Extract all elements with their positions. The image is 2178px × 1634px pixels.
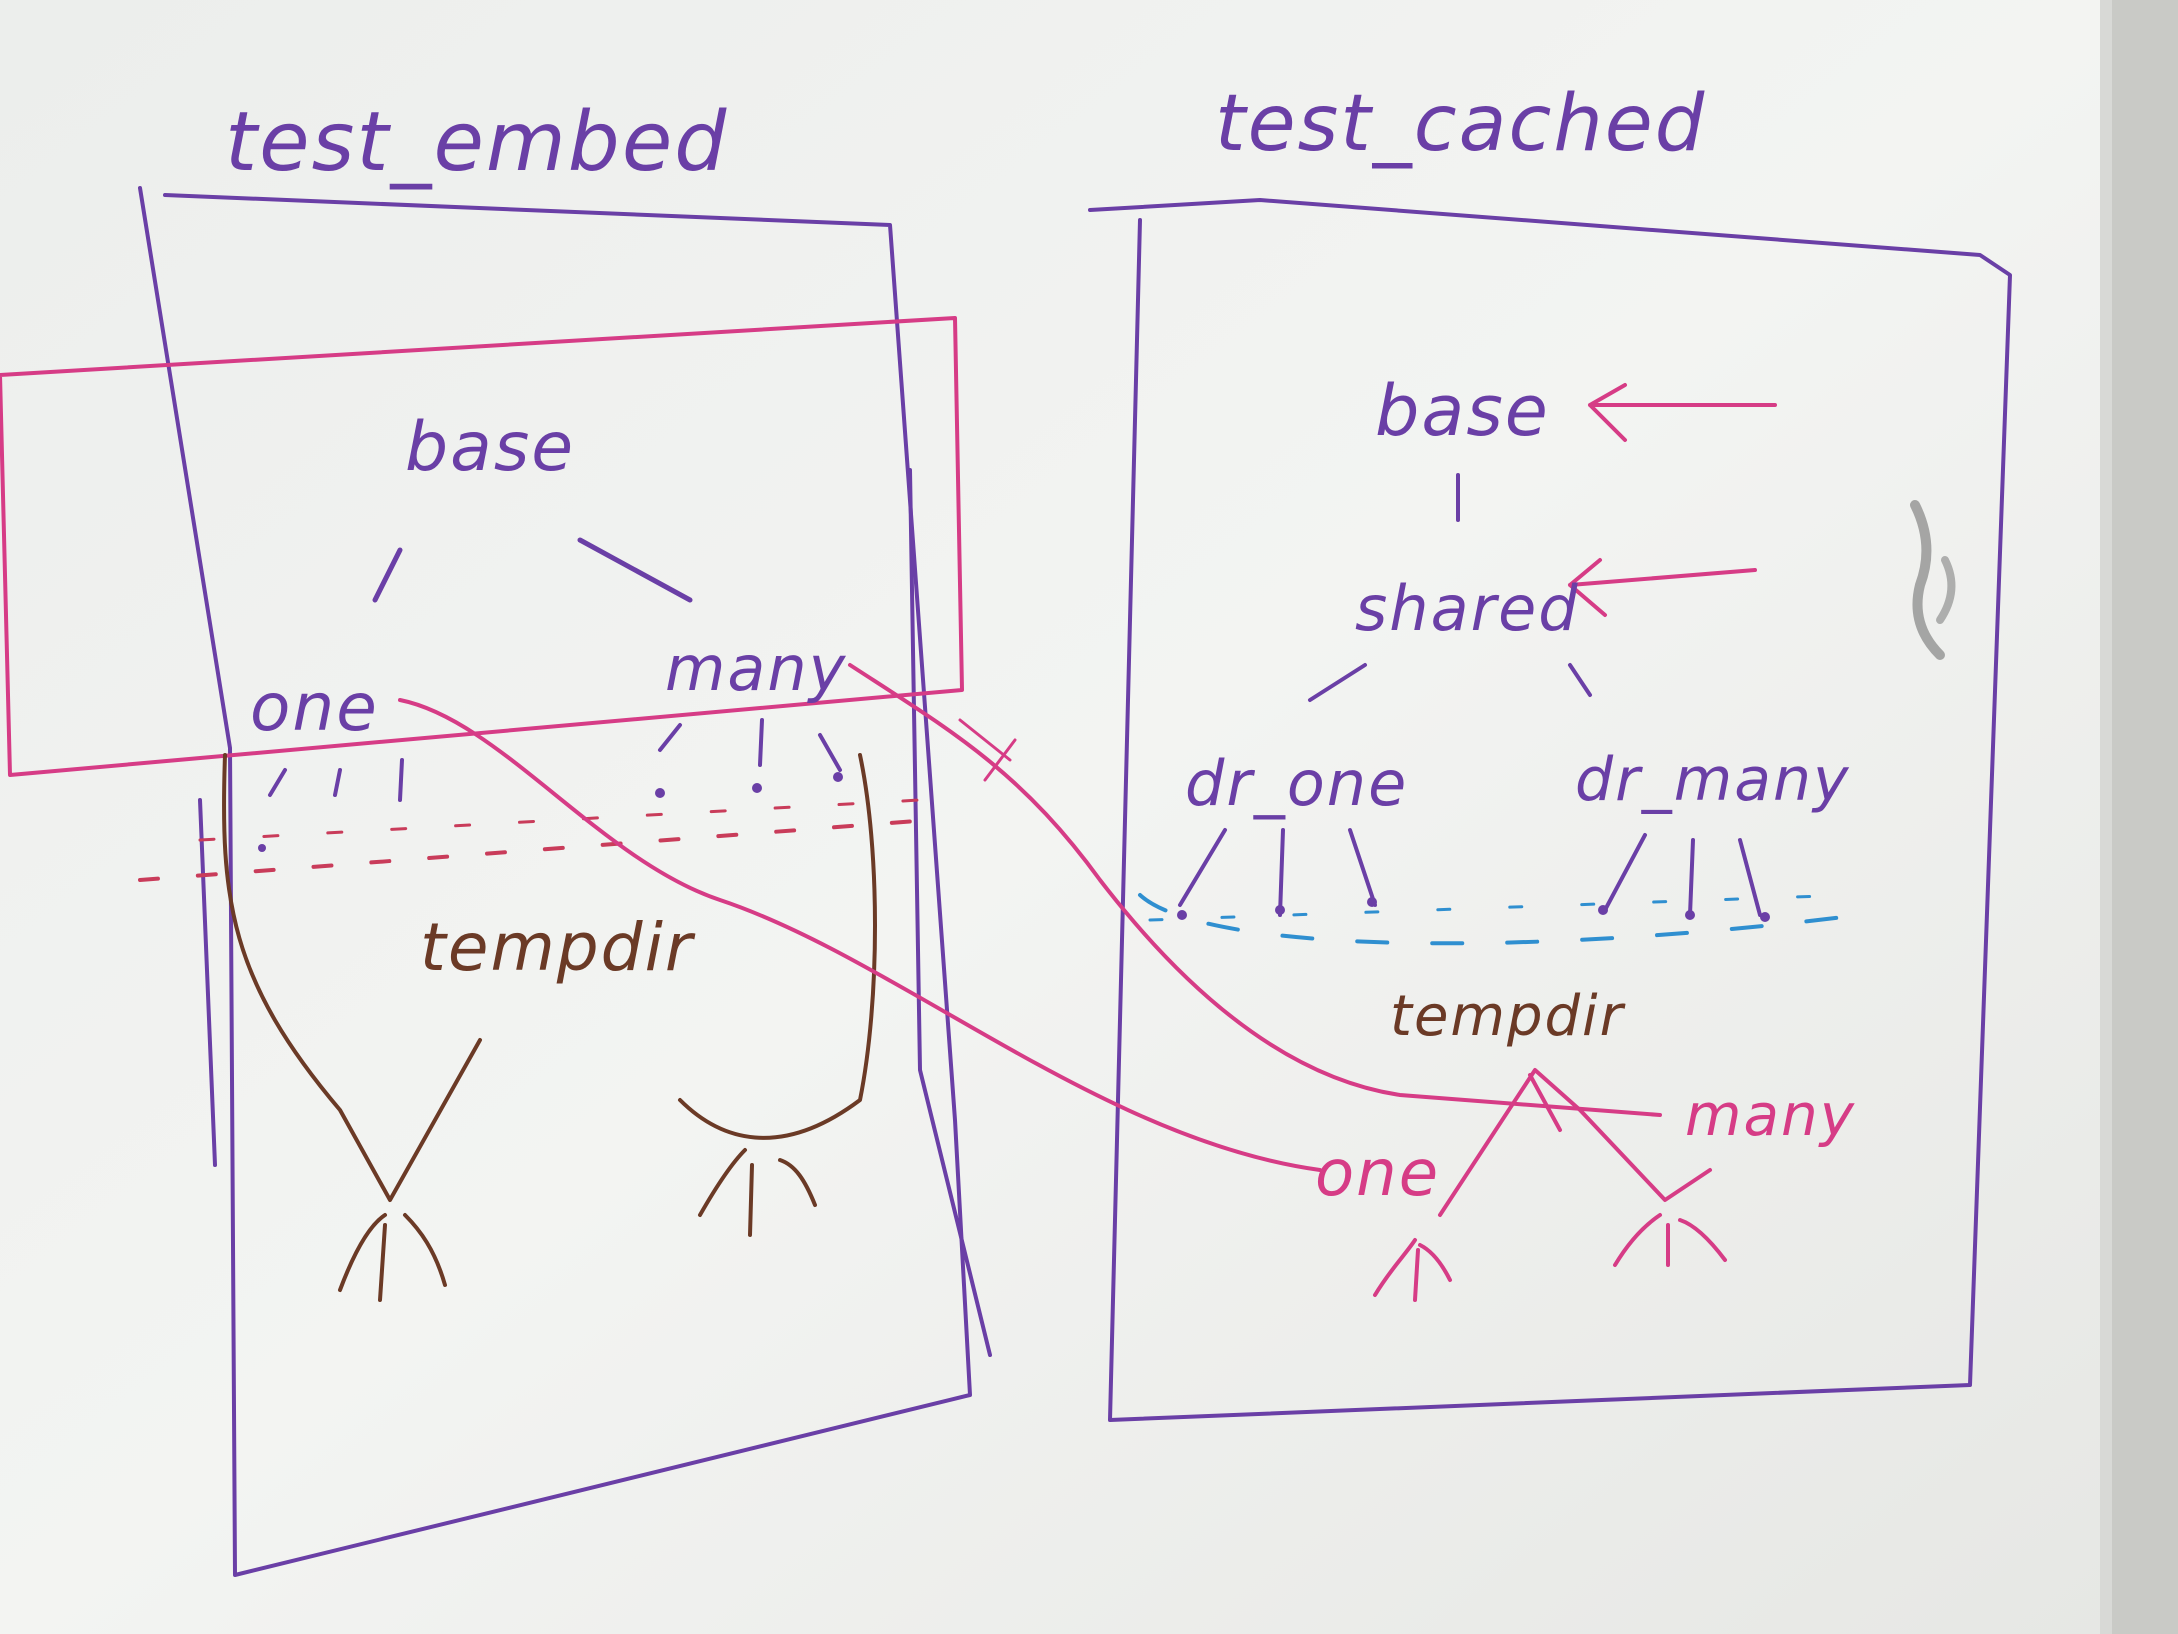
shared-arrow	[1568, 558, 1757, 617]
cache-dash-line	[1148, 893, 1852, 922]
link-many	[848, 663, 1662, 1117]
file-dot	[655, 788, 665, 798]
whiteboard-surface	[0, 0, 2120, 1634]
cached-drone-label: dr_one	[1185, 747, 1408, 820]
cache-dash-line	[1138, 893, 1862, 946]
file-dot	[1275, 905, 1285, 915]
test-cached-box	[1088, 198, 2012, 1422]
tempdir-branch-one	[222, 753, 482, 1202]
eraser-smudge	[1910, 500, 1945, 660]
file-dots	[258, 772, 1770, 922]
cached-shared-label: shared	[1355, 572, 1580, 645]
drone-files	[1178, 828, 1377, 917]
test-cached-panel	[1088, 198, 2012, 1422]
link-many-dash	[958, 718, 1017, 782]
whiteboard-frame-shadow	[2100, 0, 2112, 1634]
cached-drmany-label: dr_many	[1575, 745, 1851, 815]
whiteboard-frame-edge	[2110, 0, 2178, 1634]
tempdir-leaves-right	[1613, 1213, 1727, 1267]
cached-many-leaf-label: many	[1685, 1081, 1856, 1149]
test-cached-title: test_cached	[1215, 79, 1706, 169]
tempdir-tree	[1528, 1073, 1562, 1132]
embed-one-label: one	[250, 669, 379, 746]
embed-base-label: base	[405, 408, 575, 487]
cross-panel-links	[398, 663, 1662, 1172]
test-embed-box-inner	[198, 468, 992, 1357]
test-embed-panel	[0, 186, 992, 1577]
test-embed-title: test_embed	[225, 95, 728, 190]
file-dot	[258, 844, 266, 852]
many-files	[658, 718, 842, 772]
eraser-smudge	[1936, 556, 1956, 624]
embed-tempdir-label: tempdir	[420, 909, 696, 986]
file-dot	[752, 783, 762, 793]
drmany-files	[1603, 833, 1762, 917]
tempdir-leaves	[698, 1148, 817, 1237]
cached-tempdir-label: tempdir	[1390, 984, 1626, 1049]
file-dot	[1177, 910, 1187, 920]
tempdir-leaves	[338, 1213, 447, 1302]
cached-one-leaf-label: one	[1315, 1137, 1440, 1211]
embed-highlight-box	[0, 316, 964, 777]
edge-base-many	[577, 537, 693, 603]
embed-many-label: many	[665, 632, 847, 705]
tempdir-dash-line	[138, 818, 932, 882]
base-arrow	[1588, 383, 1777, 442]
file-dot	[1367, 897, 1377, 907]
edge-shared-drone	[1308, 663, 1367, 702]
link-one	[398, 698, 1322, 1172]
file-dot	[1598, 905, 1608, 915]
file-dot	[1760, 912, 1770, 922]
test-embed-box	[138, 186, 972, 1577]
edge-base-one	[372, 547, 403, 603]
file-dot	[1685, 910, 1695, 920]
one-files	[268, 758, 404, 802]
cached-base-label: base	[1375, 370, 1550, 452]
edge-shared-drmany	[1568, 663, 1592, 697]
tempdir-branch-many	[678, 753, 877, 1140]
tempdir-leaves-right	[1373, 1238, 1452, 1302]
file-dot	[833, 772, 843, 782]
